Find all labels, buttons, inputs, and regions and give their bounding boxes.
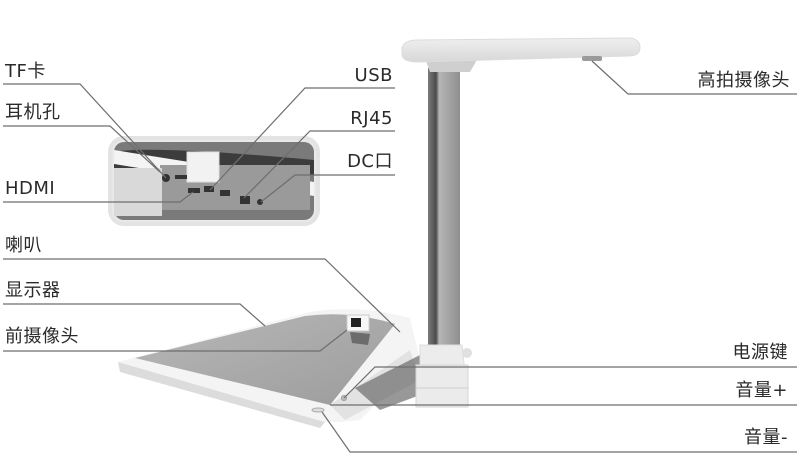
label-rj45: RJ45 xyxy=(350,108,393,129)
leader-headphone xyxy=(3,125,161,173)
label-speaker: 喇叭 xyxy=(5,235,42,256)
label-usb: USB xyxy=(354,65,393,86)
leader-volume-down xyxy=(321,411,797,453)
label-power-key: 电源键 xyxy=(732,342,788,363)
leader-hdmi xyxy=(3,191,194,203)
front-camera-lens xyxy=(351,318,361,327)
leader-rj45 xyxy=(243,130,395,199)
label-volume-down: 音量- xyxy=(744,427,788,448)
label-headphone-jack: 耳机孔 xyxy=(5,102,61,123)
leader-overhead-camera xyxy=(591,60,797,95)
leader-speaker xyxy=(3,258,401,333)
display-screen xyxy=(135,314,395,405)
hdmi-port xyxy=(188,188,200,193)
rj45-port xyxy=(240,196,250,204)
leader-tf-card xyxy=(3,83,167,179)
label-front-camera: 前摄像头 xyxy=(5,326,79,347)
overhead-camera-lens xyxy=(582,56,602,61)
usb-port-2 xyxy=(220,190,230,196)
label-volume-up: 音量+ xyxy=(735,380,788,401)
device-base xyxy=(118,309,420,428)
volume-buttons xyxy=(311,407,325,413)
overhead-arm xyxy=(401,37,641,72)
leader-front-camera xyxy=(3,329,348,352)
device-pole xyxy=(415,68,472,408)
usb-port-1 xyxy=(204,186,214,192)
dc-port xyxy=(257,199,263,205)
label-dc-port: DC口 xyxy=(347,151,393,172)
leader-dc xyxy=(260,174,395,203)
tf-card-slot xyxy=(175,175,187,179)
leader-display xyxy=(3,303,266,327)
leader-usb xyxy=(209,87,395,191)
leader-power xyxy=(343,366,797,399)
leader-lines xyxy=(3,60,797,453)
label-tf-card: TF卡 xyxy=(5,61,46,82)
label-hdmi: HDMI xyxy=(5,178,56,199)
label-display: 显示器 xyxy=(5,280,61,301)
label-overhead-camera: 高拍摄像头 xyxy=(697,70,790,91)
